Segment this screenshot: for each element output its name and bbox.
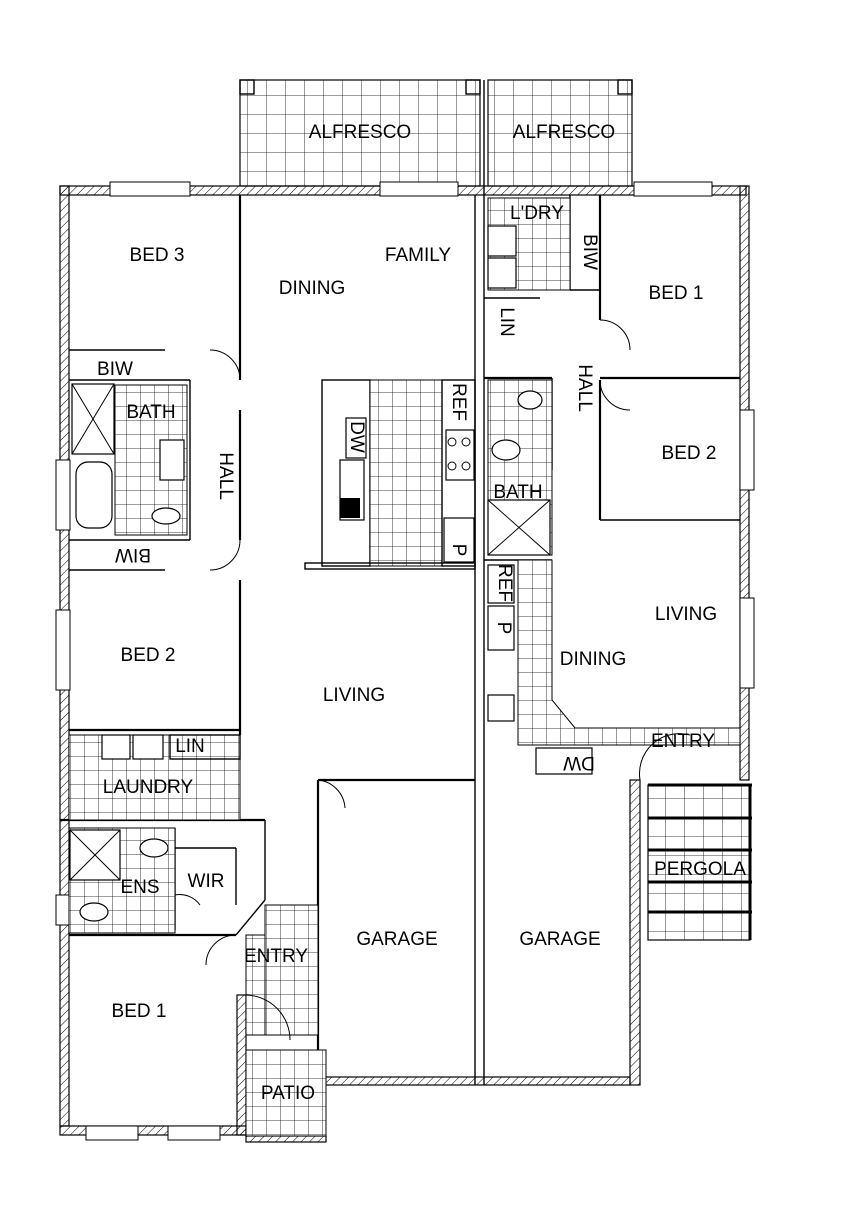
label-biw-right: BIW xyxy=(579,234,600,270)
label-ref-left: REF xyxy=(448,383,469,421)
label-pergola: PERGOLA xyxy=(654,859,746,880)
label-dining-left: DINING xyxy=(279,278,346,299)
label-hall-left: HALL xyxy=(215,452,236,500)
label-bath-left: BATH xyxy=(126,402,175,423)
label-ens: ENS xyxy=(120,877,159,898)
pergola-area xyxy=(647,783,752,941)
label-living-right: LIVING xyxy=(655,604,717,625)
label-wir: WIR xyxy=(188,871,225,892)
label-lin-left: LIN xyxy=(175,736,205,757)
label-p-left: P xyxy=(448,544,469,557)
label-biw-lower-left: BIW xyxy=(115,544,151,565)
label-dw-left: DW xyxy=(346,421,367,453)
label-laundry-left: LAUNDRY xyxy=(103,777,194,798)
label-entry-right: ENTRY xyxy=(651,731,715,752)
label-bed2-left: BED 2 xyxy=(121,645,176,666)
label-bed1-right: BED 1 xyxy=(649,283,704,304)
bath-left xyxy=(71,383,188,536)
label-dw-right: DW xyxy=(563,752,595,773)
label-bed3: BED 3 xyxy=(130,245,185,266)
windows xyxy=(55,181,755,1141)
label-family: FAMILY xyxy=(385,245,451,266)
label-bath-right: BATH xyxy=(493,482,542,503)
label-patio: PATIO xyxy=(261,1083,315,1104)
label-garage-right: GARAGE xyxy=(519,929,600,950)
label-garage-left: GARAGE xyxy=(356,929,437,950)
ensuite xyxy=(68,827,176,934)
label-living-left: LIVING xyxy=(323,685,385,706)
label-dining-right: DINING xyxy=(560,649,627,670)
bath-right xyxy=(487,379,553,556)
kitchen-right xyxy=(487,559,741,775)
label-alfresco-left: ALFRESCO xyxy=(309,122,411,143)
label-entry-left: ENTRY xyxy=(244,946,308,967)
room-labels: ALFRESCO ALFRESCO BED 3 DINING FAMILY L'… xyxy=(97,122,746,1104)
laundry-right xyxy=(487,197,571,291)
label-p-right: P xyxy=(493,622,514,635)
doors xyxy=(174,319,691,966)
label-ref-right: REF xyxy=(494,564,515,602)
label-hall-right: HALL xyxy=(574,364,595,412)
laundry-left xyxy=(68,734,241,821)
label-bed1-left: BED 1 xyxy=(112,1001,167,1022)
kitchen-left xyxy=(304,379,476,570)
label-laundry-right: L'DRY xyxy=(510,203,564,224)
label-bed2-right: BED 2 xyxy=(662,443,717,464)
label-lin-right: LIN xyxy=(496,307,517,337)
label-alfresco-right: ALFRESCO xyxy=(513,122,615,143)
label-biw-top-left: BIW xyxy=(97,359,133,380)
entry-left-area xyxy=(245,904,327,1137)
alfresco-left-area xyxy=(239,79,481,187)
